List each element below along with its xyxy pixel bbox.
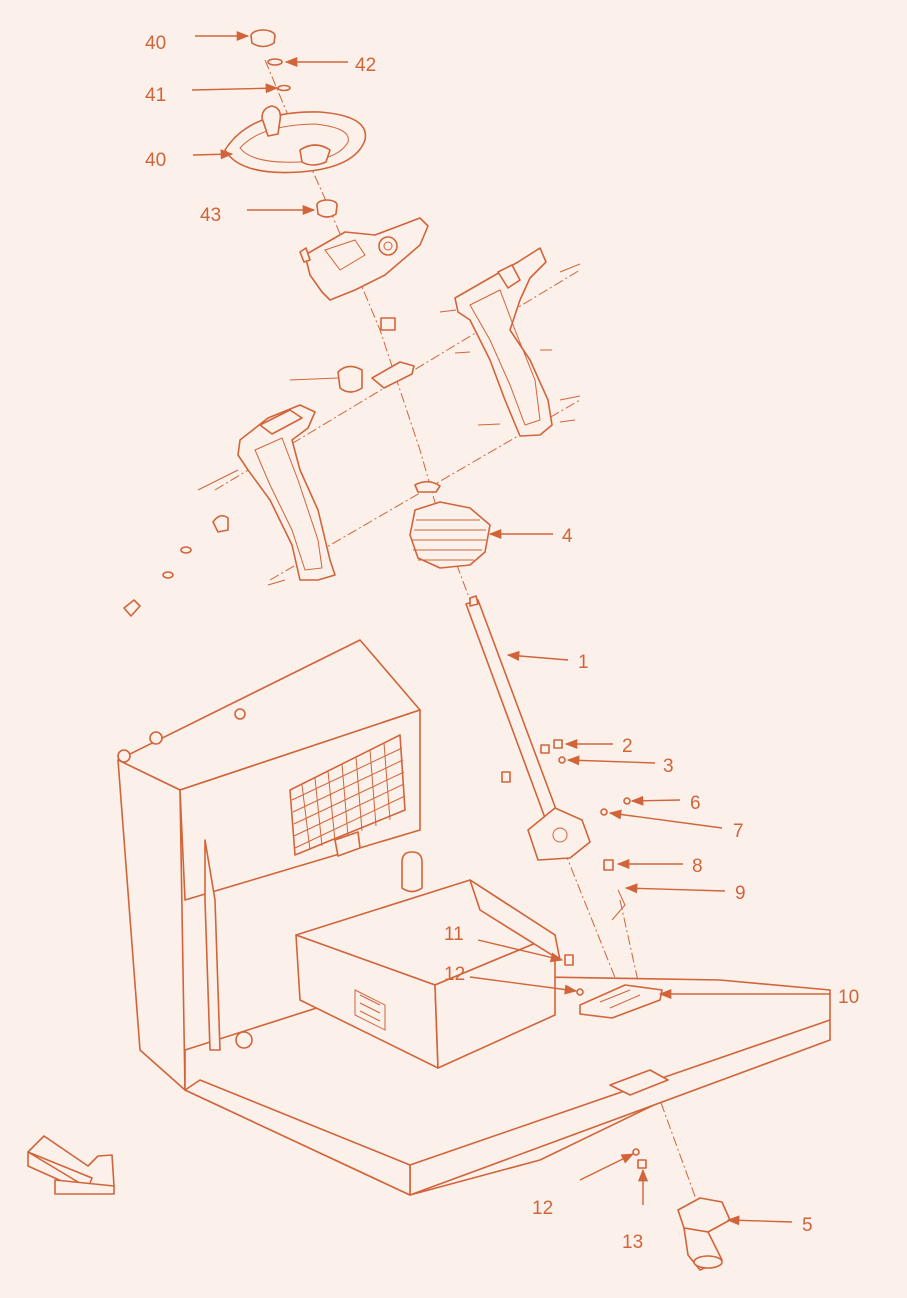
steering-column-tube-part <box>465 595 591 861</box>
leader-1 <box>506 650 569 661</box>
bushing-43-part <box>316 199 338 218</box>
handle-axis-line <box>214 269 581 491</box>
right-joystick-handle-part <box>439 247 581 437</box>
cross-bracket-part <box>289 361 415 393</box>
leader-11 <box>477 939 564 963</box>
small-plate-part <box>334 831 361 857</box>
nut-41-part <box>277 84 291 92</box>
steering-column-housing-part <box>299 217 429 301</box>
callout-3: 3 <box>663 756 674 777</box>
leader-40b <box>192 149 234 160</box>
washer-12-part <box>576 988 584 996</box>
callout-2: 2 <box>622 736 633 757</box>
callout-11: 11 <box>444 924 464 945</box>
leader-12a <box>469 976 578 995</box>
rubber-boot-part <box>409 501 491 569</box>
leader-6 <box>630 795 681 806</box>
washer-12b-part <box>632 1148 640 1156</box>
callout-41: 41 <box>145 85 166 106</box>
leader-3 <box>566 755 656 766</box>
callout-labels: 40 42 41 40 43 4 1 2 3 6 7 8 9 11 12 10 … <box>145 33 859 1253</box>
callout-10: 10 <box>838 987 859 1008</box>
leader-7 <box>608 809 723 829</box>
callout-42: 42 <box>355 55 376 76</box>
callout-40-wheel: 40 <box>145 150 166 171</box>
grille-panel-part <box>289 734 406 856</box>
switch-block-part <box>380 317 396 331</box>
callout-1: 1 <box>578 652 589 673</box>
nut-13-part <box>637 1159 647 1169</box>
chassis-frame-part <box>117 639 831 1196</box>
leader-9 <box>624 883 726 894</box>
callout-4: 4 <box>562 526 573 547</box>
pedal-plate-part <box>579 984 663 1019</box>
callout-12-upper: 12 <box>444 964 465 985</box>
battery-box-part <box>295 851 561 1069</box>
bolt-set-part <box>501 739 631 921</box>
callout-5: 5 <box>802 1215 813 1236</box>
callout-13: 13 <box>622 1232 643 1253</box>
callout-9: 9 <box>735 883 746 904</box>
callout-8: 8 <box>692 856 703 877</box>
callout-7: 7 <box>733 821 744 842</box>
leader-5 <box>726 1215 793 1226</box>
leader-41 <box>191 83 279 94</box>
bolt-11-part <box>564 954 574 966</box>
left-joystick-handle-part <box>123 404 336 617</box>
clip-part <box>414 480 441 493</box>
leader-12b <box>579 1153 635 1181</box>
washer-42-part <box>267 58 283 66</box>
top-cap-part <box>250 29 276 48</box>
steering-motor-part <box>677 1197 731 1271</box>
front-direction-arrow-icon <box>27 1135 115 1195</box>
steering-wheel-part <box>224 105 367 174</box>
callout-6: 6 <box>690 793 701 814</box>
callout-12-lower: 12 <box>532 1198 553 1219</box>
callout-43: 43 <box>200 205 221 226</box>
callout-40-top: 40 <box>145 33 166 54</box>
pedal-axis-line <box>619 899 641 991</box>
leader-lines <box>191 30 830 1226</box>
